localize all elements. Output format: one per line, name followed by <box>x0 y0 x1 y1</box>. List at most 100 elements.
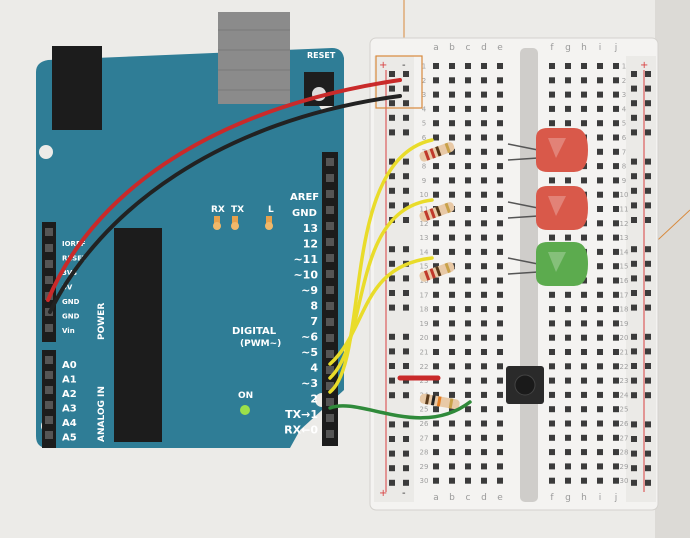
row-number: 2 <box>622 77 626 85</box>
breadboard-hole <box>597 263 603 269</box>
row-number: 25 <box>620 406 629 414</box>
breadboard-hole <box>581 235 587 241</box>
breadboard-hole <box>613 135 619 141</box>
row-number: 9 <box>422 177 426 185</box>
rail-hole <box>645 86 651 92</box>
breadboard-hole <box>549 306 555 312</box>
breadboard-hole <box>613 406 619 412</box>
rail-hole <box>389 334 395 340</box>
breadboard-hole <box>549 177 555 183</box>
breadboard-hole <box>481 220 487 226</box>
breadboard-hole <box>497 349 503 355</box>
breadboard-hole <box>449 478 455 484</box>
column-label: d <box>481 493 487 503</box>
breadboard-hole <box>597 235 603 241</box>
breadboard-hole <box>433 463 439 469</box>
right-power-rail <box>626 56 656 502</box>
breadboard-hole <box>597 320 603 326</box>
row-number: 30 <box>620 477 629 485</box>
header-hole <box>326 318 334 326</box>
breadboard-hole <box>581 435 587 441</box>
breadboard-hole <box>481 335 487 341</box>
breadboard-hole <box>481 106 487 112</box>
breadboard-hole <box>481 349 487 355</box>
breadboard-hole <box>597 278 603 284</box>
rail-hole <box>631 334 637 340</box>
breadboard-hole <box>565 363 571 369</box>
breadboard-hole <box>597 149 603 155</box>
rail-hole <box>389 465 395 471</box>
column-label: h <box>581 43 587 53</box>
pwm-label: (PWM~) <box>240 339 281 349</box>
rail-hole <box>645 436 651 442</box>
rail-hole <box>403 465 409 471</box>
breadboard-hole <box>597 306 603 312</box>
analog-pin-label: A5 <box>62 433 77 444</box>
rail-hole <box>631 71 637 77</box>
breadboard-hole <box>433 120 439 126</box>
header-hole <box>45 228 53 236</box>
rail-hole <box>631 188 637 194</box>
rail-hole <box>403 275 409 281</box>
breadboard-hole <box>597 220 603 226</box>
column-label: g <box>565 493 571 503</box>
breadboard-hole <box>613 92 619 98</box>
rail-hole <box>389 261 395 267</box>
rail-hole <box>631 217 637 223</box>
breadboard-hole <box>465 149 471 155</box>
row-number: 9 <box>622 177 626 185</box>
breadboard-hole <box>497 77 503 83</box>
breadboard-hole <box>481 177 487 183</box>
breadboard-hole <box>549 378 555 384</box>
breadboard-hole <box>549 235 555 241</box>
breadboard-hole <box>549 120 555 126</box>
breadboard-hole <box>613 235 619 241</box>
row-number: 30 <box>420 477 429 485</box>
breadboard-hole <box>497 378 503 384</box>
breadboard-hole <box>549 106 555 112</box>
rail-hole <box>645 129 651 135</box>
breadboard-hole <box>465 235 471 241</box>
header-hole <box>326 174 334 182</box>
rail-hole <box>389 115 395 121</box>
breadboard-hole <box>497 249 503 255</box>
rail-hole <box>403 392 409 398</box>
rail-hole <box>631 86 637 92</box>
breadboard-hole <box>497 106 503 112</box>
breadboard-hole <box>433 292 439 298</box>
breadboard-hole <box>465 192 471 198</box>
rail-hole <box>645 334 651 340</box>
rail-hole <box>403 173 409 179</box>
push-button[interactable] <box>506 366 544 404</box>
led-body <box>536 128 588 172</box>
breadboard-hole <box>497 206 503 212</box>
header-hole <box>326 430 334 438</box>
breadboard-hole <box>449 306 455 312</box>
breadboard-hole <box>613 278 619 284</box>
breadboard-hole <box>565 92 571 98</box>
rail-hole <box>645 100 651 106</box>
breadboard-hole <box>565 435 571 441</box>
row-number: 8 <box>422 163 426 171</box>
digital-pin-label: TX→1 <box>285 408 318 421</box>
rail-hole <box>631 290 637 296</box>
breadboard-hole <box>433 63 439 69</box>
breadboard-hole <box>481 320 487 326</box>
breadboard-hole <box>449 135 455 141</box>
rail-hole <box>645 159 651 165</box>
breadboard-hole <box>613 263 619 269</box>
breadboard-hole <box>481 378 487 384</box>
breadboard-hole <box>465 263 471 269</box>
left-rail-plus-bottom: + <box>379 488 387 499</box>
on-led <box>240 405 250 415</box>
rail-hole <box>645 188 651 194</box>
tx-led-glow <box>231 222 239 230</box>
breadboard-hole <box>481 263 487 269</box>
row-number: 23 <box>620 377 629 385</box>
rail-hole <box>403 348 409 354</box>
rail-hole <box>631 392 637 398</box>
breadboard-hole <box>549 392 555 398</box>
digital-pin-label: 13 <box>303 222 318 235</box>
header-hole <box>45 386 53 394</box>
